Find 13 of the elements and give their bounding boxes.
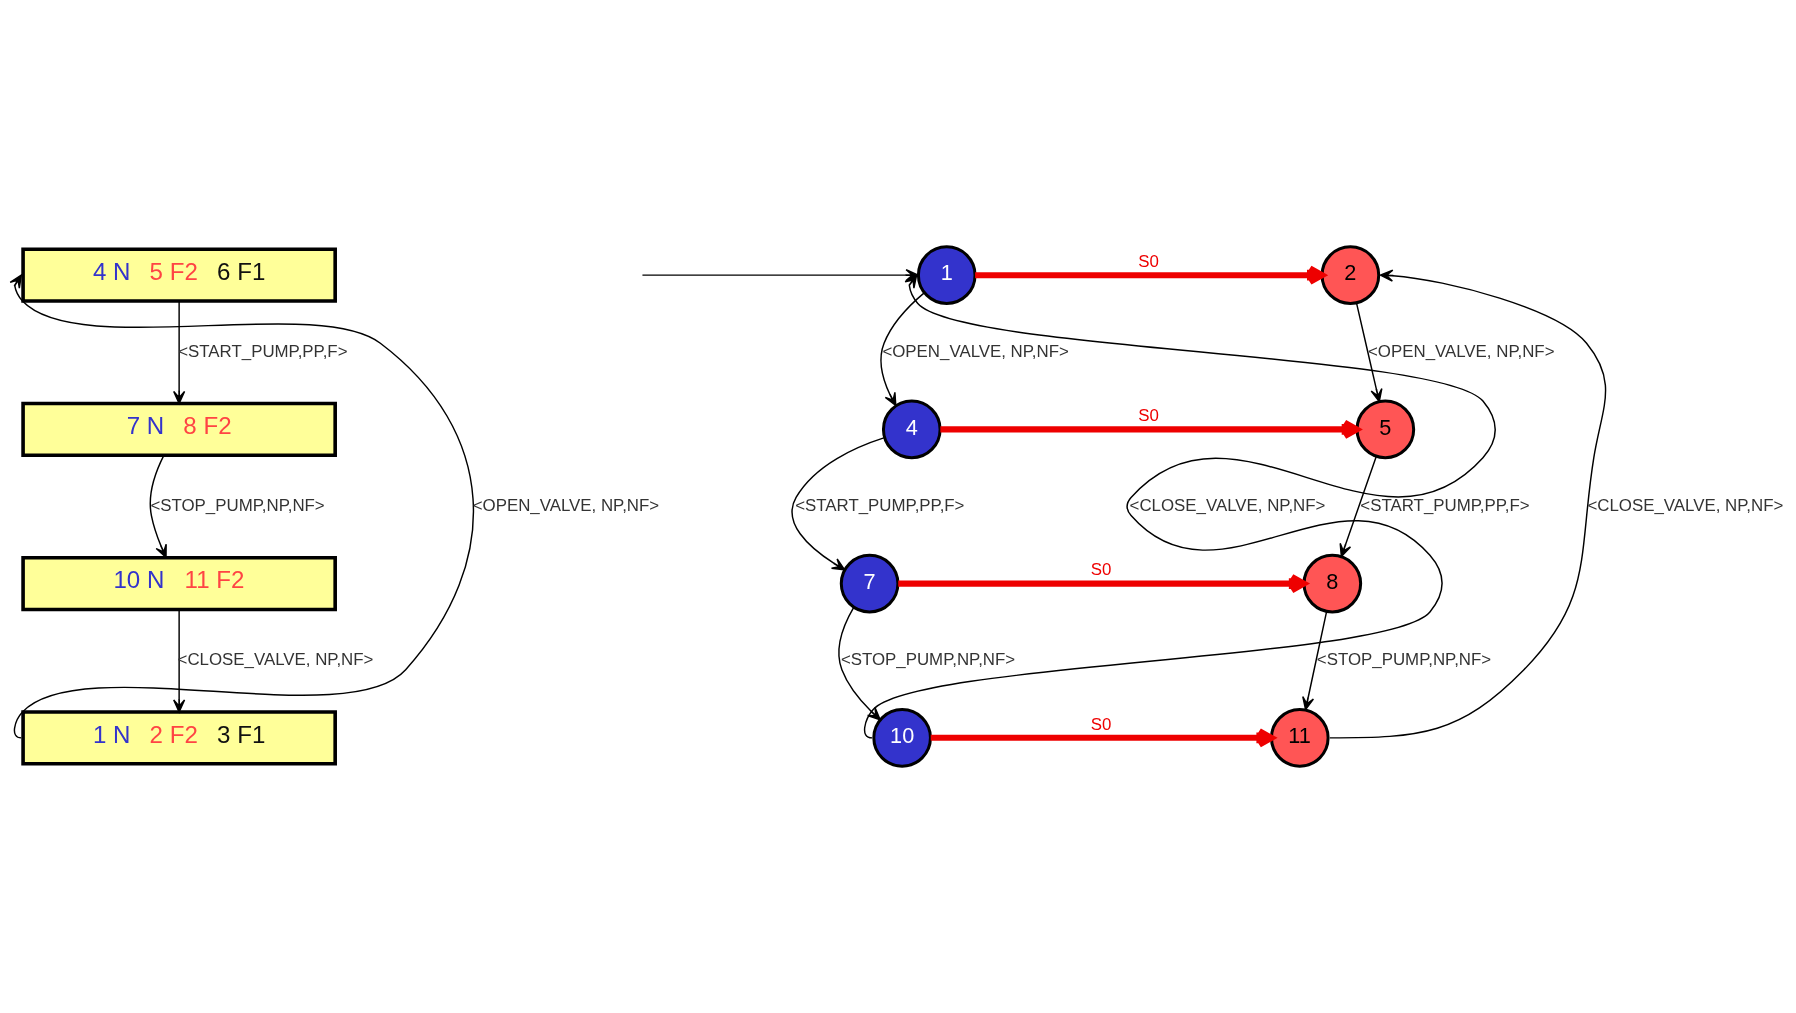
edge-label: <START_PUMP,PP,F>: [795, 495, 965, 515]
edge-label: <STOP_PUMP,NP,NF>: [1316, 650, 1492, 670]
edge-label: S0: [1090, 714, 1112, 734]
edge-label: <OPEN_VALVE, NP,NF>: [882, 341, 1069, 361]
edge-label: S0: [1090, 560, 1112, 580]
edge-label: <START_PUMP,PP,F>: [1360, 495, 1530, 515]
edge-label: S0: [1138, 406, 1159, 426]
edge-label: S0: [1138, 251, 1159, 271]
edge-label: <OPEN_VALVE, NP,NF>: [1368, 341, 1555, 361]
edge-label: <CLOSE_VALVE, NP,NF>: [1129, 495, 1326, 515]
edge-label: <CLOSE_VALVE, NP,NF>: [1587, 495, 1784, 515]
edge-label: <STOP_PUMP,NP,NF>: [840, 650, 1016, 670]
edge-label: <STOP_PUMP,NP,NF>: [150, 495, 325, 515]
